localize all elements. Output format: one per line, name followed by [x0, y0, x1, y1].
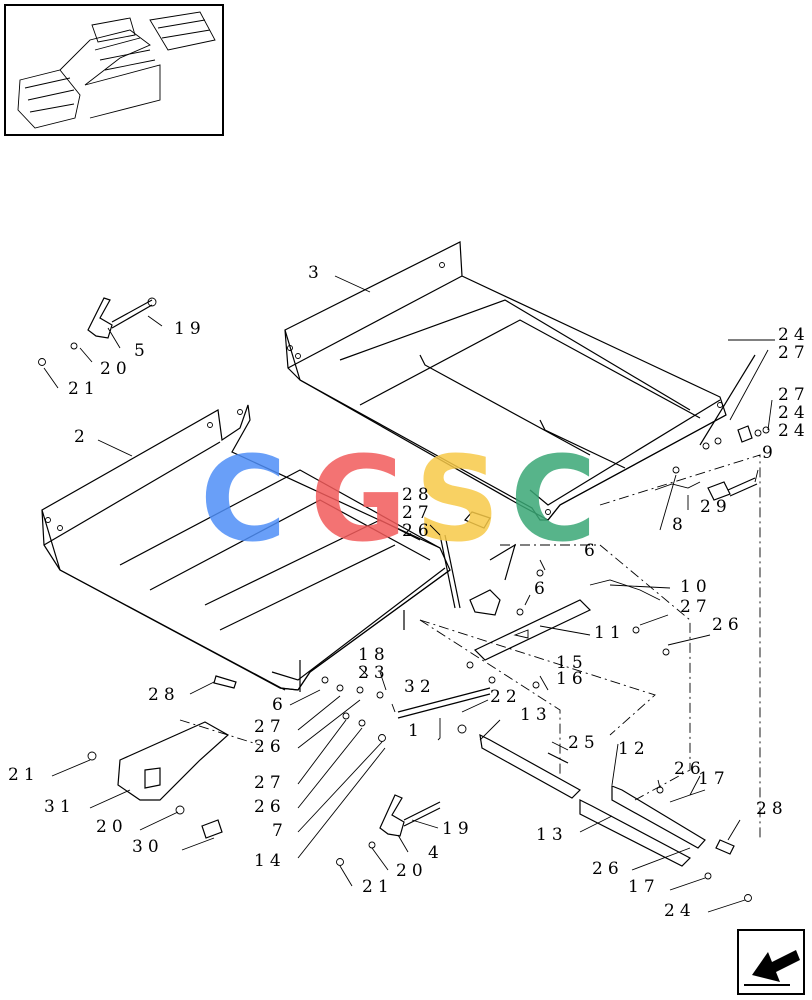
callout-6: 6 — [534, 579, 550, 599]
callout-28: 28 — [148, 685, 180, 705]
callout-20: 20 — [100, 359, 132, 379]
callout-20: 20 — [396, 861, 428, 881]
callout-1: 1 — [408, 721, 424, 741]
callout-7: 7 — [272, 821, 288, 841]
callout-2: 2 — [74, 427, 90, 447]
leader-lines — [43, 275, 775, 913]
callout-15: 15 — [556, 653, 588, 673]
machine-overview-thumbnail-icon — [4, 4, 224, 136]
callout-24: 24 — [778, 421, 810, 441]
callout-14: 14 — [254, 851, 286, 871]
callout-9: 9 — [762, 443, 778, 463]
watermark-letter-c2: C — [510, 430, 597, 568]
callout-28: 28 — [756, 799, 788, 819]
callout-27: 27 — [402, 503, 434, 523]
callout-12: 12 — [618, 739, 650, 759]
lower-frame-assembly — [41, 404, 451, 692]
callout-22: 22 — [490, 687, 522, 707]
callout-19: 19 — [442, 819, 474, 839]
callout-17: 17 — [698, 769, 730, 789]
callout-18: 18 — [358, 645, 390, 665]
callout-31: 31 — [44, 797, 76, 817]
callout-16: 16 — [556, 669, 588, 689]
callout-8: 8 — [672, 515, 688, 535]
callout-26: 26 — [402, 521, 434, 541]
callout-28: 28 — [402, 485, 434, 505]
callout-32: 32 — [404, 677, 436, 697]
callout-26: 26 — [674, 759, 706, 779]
callout-4: 4 — [428, 843, 444, 863]
callout-19: 19 — [174, 319, 206, 339]
callout-27: 27 — [778, 343, 810, 363]
callout-26: 26 — [254, 737, 286, 757]
next-page-arrow-icon[interactable] — [737, 929, 805, 995]
callout-21: 21 — [8, 765, 40, 785]
callout-23: 23 — [358, 663, 390, 683]
watermark-letter-s: S — [415, 430, 500, 568]
callout-3: 3 — [308, 263, 324, 283]
watermark: C G S C — [200, 430, 597, 568]
callout-24: 24 — [664, 901, 696, 921]
callout-6: 6 — [272, 695, 288, 715]
callout-5: 5 — [134, 341, 150, 361]
watermark-letter-c1: C — [200, 430, 287, 568]
callout-21: 21 — [362, 877, 394, 897]
callout-17: 17 — [628, 877, 660, 897]
callout-6: 6 — [584, 541, 600, 561]
callout-30: 30 — [132, 837, 164, 857]
callout-13: 13 — [536, 825, 568, 845]
watermark-letter-g: G — [310, 430, 407, 568]
callout-24: 24 — [778, 403, 810, 423]
upper-frame-assembly — [284, 241, 727, 521]
callout-20: 20 — [96, 817, 128, 837]
reference-lines — [179, 454, 761, 840]
callout-27: 27 — [254, 773, 286, 793]
callout-21: 21 — [68, 379, 100, 399]
callout-24: 24 — [778, 325, 810, 345]
callout-26: 26 — [592, 859, 624, 879]
callout-10: 10 — [680, 577, 712, 597]
callout-25: 25 — [568, 733, 600, 753]
callout-27: 27 — [778, 385, 810, 405]
callout-27: 27 — [254, 717, 286, 737]
callout-labels: 3 19 5 20 21 2 24 27 27 24 24 9 29 8 28 … — [8, 263, 810, 921]
callout-26: 26 — [712, 615, 744, 635]
callout-11: 11 — [594, 623, 626, 643]
callout-27: 27 — [680, 597, 712, 617]
callout-13: 13 — [520, 705, 552, 725]
callout-29: 29 — [700, 497, 732, 517]
callout-26: 26 — [254, 797, 286, 817]
hardware-parts — [38, 297, 770, 902]
